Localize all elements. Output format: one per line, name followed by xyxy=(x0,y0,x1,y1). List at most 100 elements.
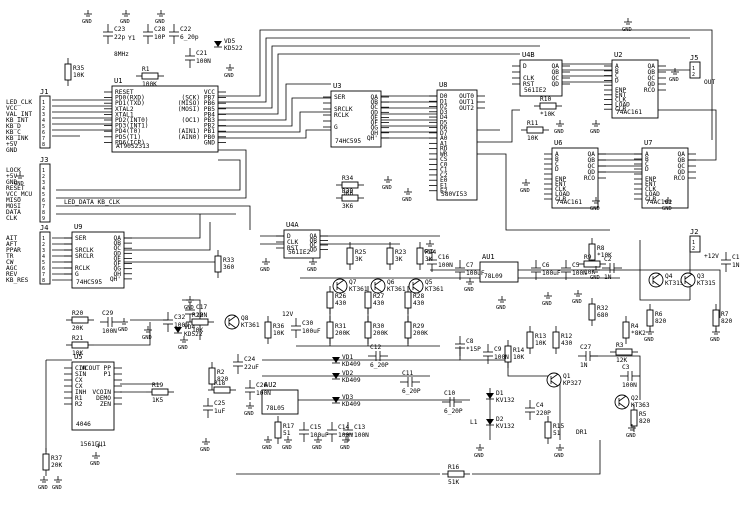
u3-pin-r: QA xyxy=(371,94,379,101)
j5-ref: J5 xyxy=(690,54,698,62)
u9-pin-r: QF xyxy=(114,261,122,268)
diode-value: KD409 xyxy=(342,361,361,368)
u4a-pin-l: D xyxy=(287,233,291,240)
resistor-value: 200K xyxy=(335,330,350,337)
ground-symbol: GND xyxy=(474,444,484,459)
resistor-value: 430 xyxy=(413,300,424,307)
j1-body xyxy=(39,95,51,149)
transistor-ref: Q8 xyxy=(241,315,249,322)
ground-symbol: GND xyxy=(224,64,234,79)
resistor-body xyxy=(274,421,282,439)
resistor-body xyxy=(539,102,557,110)
j3-pin-num: 3 xyxy=(42,180,45,186)
u8-pin-l: D3 xyxy=(440,109,448,116)
j3-pin-num: 7 xyxy=(42,204,45,210)
capacitor-value: 100N xyxy=(354,432,369,439)
u4b-pin-l: CLK xyxy=(523,75,534,82)
resistor-body xyxy=(416,247,424,265)
resistor-body xyxy=(71,341,89,349)
j1-signal-label: KB_INK xyxy=(6,135,29,142)
u5-pin-l: R1 xyxy=(75,395,83,402)
u1-body xyxy=(111,85,219,153)
resistor-body xyxy=(447,470,465,478)
u7-pin-l: C xyxy=(645,161,649,168)
capacitor-ref: C1 xyxy=(732,254,740,261)
choke-ref: DR1 xyxy=(576,429,587,436)
u3-pin-l: SER xyxy=(334,94,345,101)
ground-label: GND xyxy=(14,181,24,187)
u3-pin-l: RCLK xyxy=(334,112,349,119)
resistor-body xyxy=(386,247,394,265)
j1-signal-label: VCC xyxy=(6,105,17,112)
resistor-value: 3K6 xyxy=(342,203,353,210)
j3-signal-label: MOSI xyxy=(6,203,21,210)
capacitor-value: 6_20P xyxy=(370,362,389,369)
diode-triangle xyxy=(214,41,222,47)
resistor-ref: R11 xyxy=(527,120,538,127)
u4a-body xyxy=(283,229,321,259)
resistor-body xyxy=(326,291,334,309)
u9-pin-l: SER xyxy=(75,235,86,242)
capacitor-value: 100N xyxy=(622,382,637,389)
ic-u1: U1AT90S2313RESETPD0(RXD)PD1(TXD)XTAL2XTA… xyxy=(104,77,226,153)
ground-symbol: GND xyxy=(178,336,188,351)
u5-pin-r: P1 xyxy=(104,371,112,378)
u8-pin-r: OUT1 xyxy=(459,99,474,106)
j4-signal-label: KB_RES xyxy=(6,277,29,284)
diode-value: KD522 xyxy=(224,45,243,52)
capacitor-ref: C23 xyxy=(114,26,125,33)
u2-pin-l: LOAD xyxy=(615,101,630,108)
u3-pin-r: QE xyxy=(371,114,379,121)
capacitor-ref: C29 xyxy=(102,310,113,317)
ic-u8: U8580VI53D0D1D2D3D4D5D6D7A0A1RDWRCSC0C1C… xyxy=(429,81,485,201)
ground-symbol: GND xyxy=(307,258,317,273)
transistor-emitter xyxy=(618,402,627,409)
j4-pin-num: 4 xyxy=(42,254,45,260)
u9-pin-r: QG xyxy=(114,266,122,273)
capacitor-ref: C11 xyxy=(402,370,413,377)
u2-pin-l: C xyxy=(615,73,619,80)
u9-pin-l: G xyxy=(75,271,79,278)
resistor-ref: R39 xyxy=(342,188,353,195)
u4a-pin-r: QB xyxy=(310,238,318,245)
u6-part: 74AC161 xyxy=(556,199,582,206)
resistor-value: 20K xyxy=(72,325,83,332)
diode-ref: D1 xyxy=(496,390,504,397)
resistor-value: 10K xyxy=(584,269,595,276)
u1-pin-l: PD1(TXD) xyxy=(115,100,145,107)
ground-label: GND xyxy=(590,129,600,135)
ground-label: GND xyxy=(644,337,654,343)
u6-pin-r: QD xyxy=(588,169,596,176)
transistor-body xyxy=(648,272,664,288)
capacitor-c29: C29 100N xyxy=(100,310,120,335)
u6-pin-l: LOAD xyxy=(555,191,570,198)
resistor-value: 680 xyxy=(597,312,608,319)
capacitor-value: 100N xyxy=(102,328,117,335)
resistor-value: *10K xyxy=(597,252,612,259)
u1-pin-r: (SCK) PB7 xyxy=(181,95,215,102)
ground-label: GND xyxy=(118,327,128,333)
j3-signal-label: VCC_MCU xyxy=(6,191,32,198)
u7-pin-l: CLK xyxy=(645,186,656,193)
transistor-ref: Q1 xyxy=(563,373,571,380)
transistor-body xyxy=(224,314,240,330)
capacitor-value: 100N xyxy=(494,354,509,361)
j2-body xyxy=(689,235,701,253)
j4-pin-num: 7 xyxy=(42,272,45,278)
u7-pin-r: QB xyxy=(678,157,686,164)
transistor-collector xyxy=(228,315,237,322)
resistor-ref: R29 xyxy=(413,323,424,330)
u7-pin-l: A xyxy=(645,151,649,158)
capacitor-value: 22uF xyxy=(244,364,259,371)
j4-signal-label: CW xyxy=(6,259,14,266)
